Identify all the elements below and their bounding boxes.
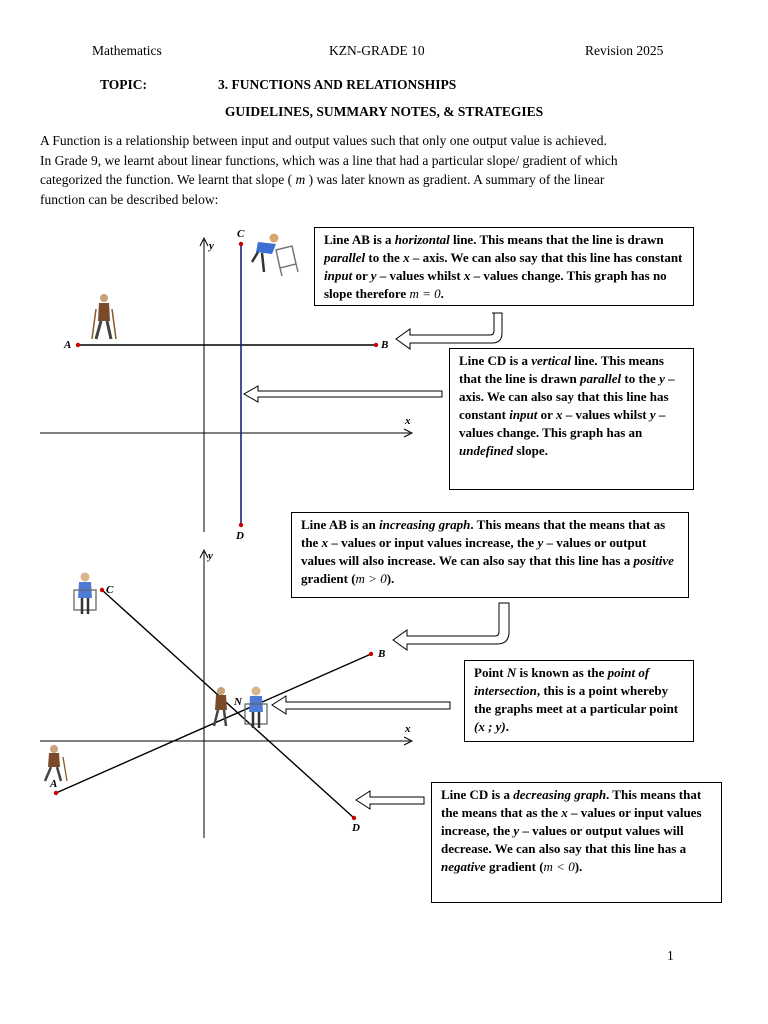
d2-x-label: x bbox=[405, 723, 411, 735]
d2-point-d bbox=[351, 815, 357, 821]
d2-label-n: N bbox=[234, 696, 242, 708]
box-decreasing-graph: Line CD is a decreasing graph. This mean… bbox=[431, 782, 722, 903]
header-subject: Mathematics bbox=[92, 43, 162, 58]
d1-left-arrow bbox=[242, 385, 443, 403]
walking-elder-a-icon bbox=[43, 745, 68, 782]
intro-line-1: A Function is a relationship between inp… bbox=[40, 133, 607, 148]
d1-label-a: A bbox=[64, 339, 72, 351]
topic-label: TOPIC: bbox=[100, 77, 148, 92]
d2-y-label: y bbox=[208, 550, 213, 562]
d1-y-label: y bbox=[209, 240, 214, 252]
d2-point-a bbox=[53, 790, 59, 796]
d1-point-a bbox=[75, 342, 81, 348]
box-horizontal-line: Line AB is a horizontal line. This means… bbox=[314, 227, 694, 306]
box-vertical-line: Line CD is a vertical line. This means t… bbox=[449, 348, 694, 490]
d1-hook-arrow bbox=[395, 312, 503, 350]
d2-line-cd bbox=[101, 589, 355, 819]
topic-title: 3. FUNCTIONS AND RELATIONSHIPS bbox=[218, 77, 457, 92]
walking-elder-icon bbox=[91, 294, 117, 340]
d1-label-d: D bbox=[236, 530, 244, 542]
header-grade: KZN-GRADE 10 bbox=[329, 43, 425, 58]
walker-elder-c-icon bbox=[73, 572, 97, 614]
d2-hook-arrow bbox=[392, 602, 510, 651]
intro-paragraph: A Function is a relationship between inp… bbox=[40, 131, 730, 209]
d1-label-c: C bbox=[237, 228, 245, 240]
d2-label-a: A bbox=[50, 778, 58, 790]
falling-person-icon bbox=[250, 233, 299, 277]
d2-label-c: C bbox=[106, 584, 114, 596]
d1-x-label: x bbox=[405, 415, 411, 427]
d2-point-c bbox=[99, 587, 105, 593]
elder-pair-intersection-icon bbox=[212, 686, 268, 728]
intro-line-3: categorized the function. We learnt that… bbox=[40, 172, 605, 187]
d2-left-arrow-cd bbox=[355, 790, 425, 810]
d1-point-d bbox=[238, 522, 244, 528]
d1-point-c bbox=[238, 241, 244, 247]
d2-label-b: B bbox=[378, 648, 386, 660]
intro-line-4: function can be described below: bbox=[40, 191, 219, 207]
d1-point-b bbox=[373, 342, 379, 348]
intro-line-2: In Grade 9, we learnt about linear funct… bbox=[40, 152, 618, 168]
d2-left-arrow-n bbox=[271, 695, 451, 715]
d1-label-b: B bbox=[381, 339, 389, 351]
guidelines-title: GUIDELINES, SUMMARY NOTES, & STRATEGIES bbox=[224, 104, 544, 119]
d2-point-b bbox=[368, 651, 374, 657]
d2-label-d: D bbox=[352, 822, 360, 834]
box-increasing-graph: Line AB is an increasing graph. This mea… bbox=[291, 512, 689, 598]
page-number: 1 bbox=[667, 948, 674, 963]
box-point-intersection: Point N is known as the point of interse… bbox=[464, 660, 694, 742]
header-revision: Revision 2025 bbox=[585, 43, 664, 58]
